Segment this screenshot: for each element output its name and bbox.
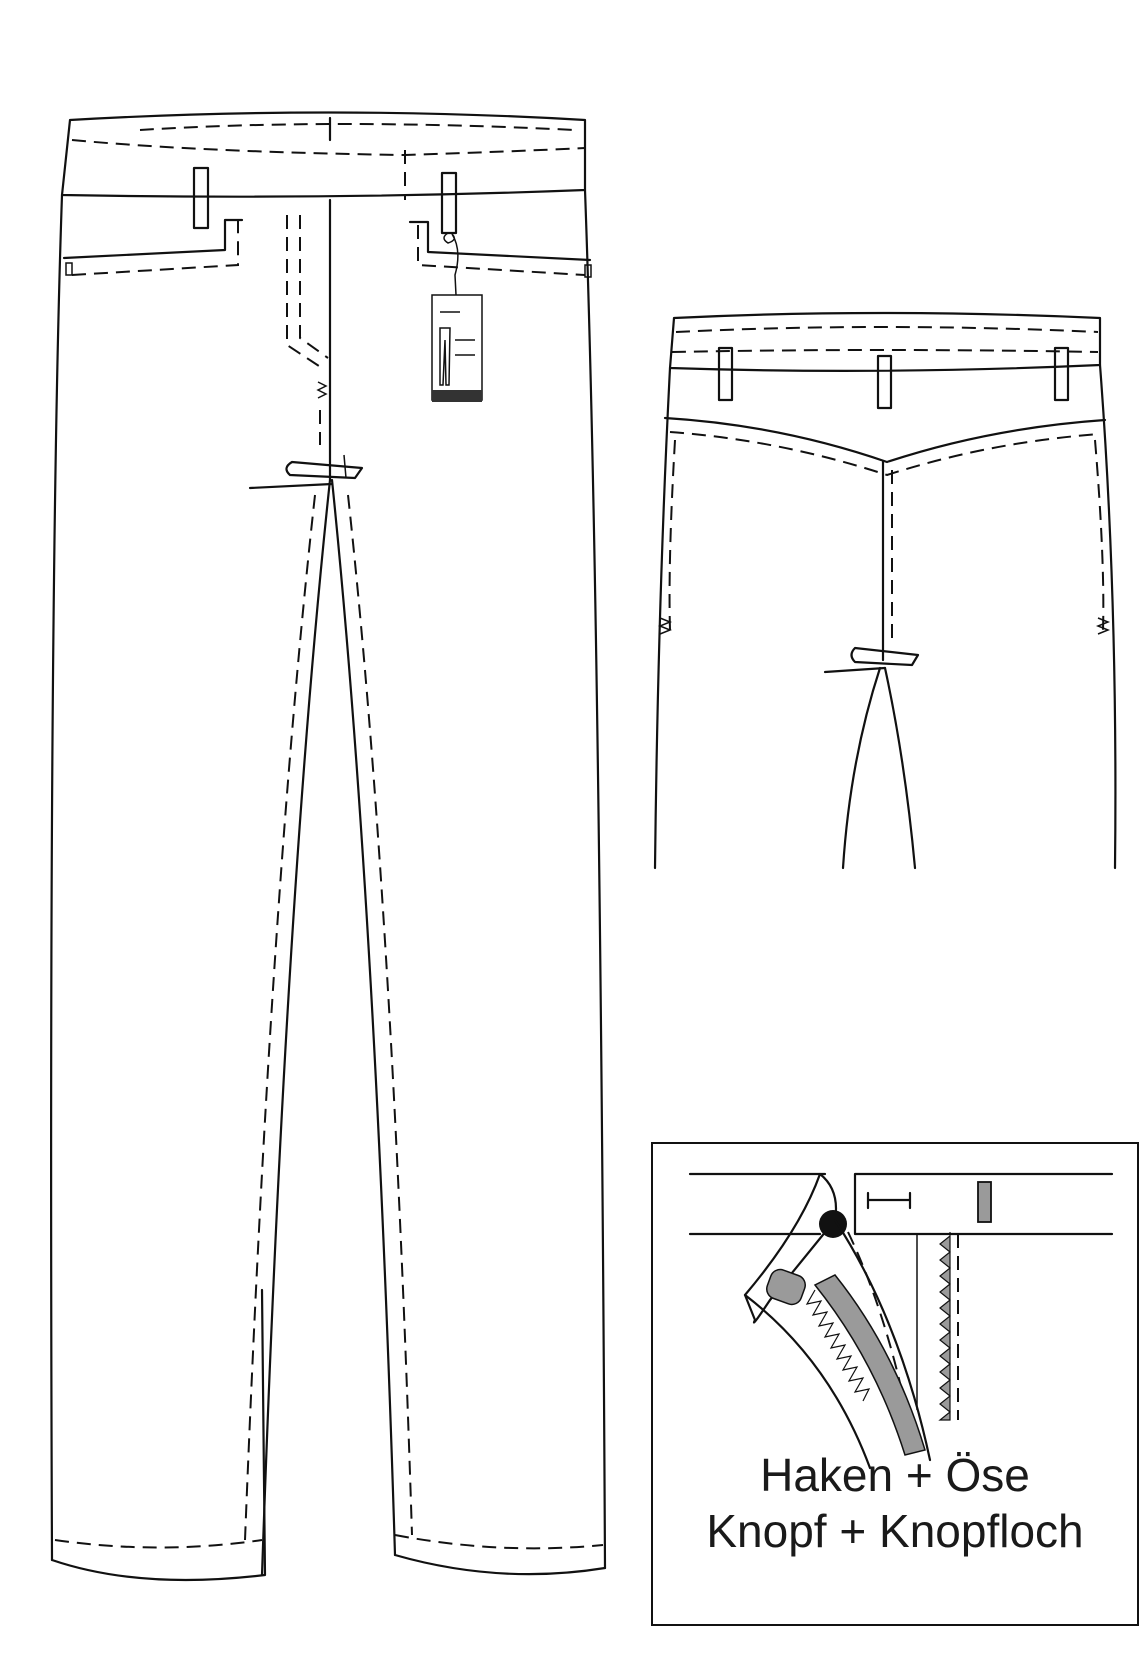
back-belt-loop-right [1053, 346, 1070, 402]
back-waistband-stitch-upper [675, 326, 1099, 333]
front-left-pocket [62, 218, 244, 260]
front-fly-stitch-inner [299, 215, 329, 359]
buttonhole-icon [766, 1268, 806, 1306]
hang-tag-footer [432, 390, 482, 402]
zipper-teeth-left [805, 1289, 871, 1402]
front-waistband-stitch [139, 123, 576, 131]
back-right-side [1098, 363, 1117, 870]
detail-frame [651, 1142, 1139, 1626]
front-left-inseam-stitch [244, 494, 316, 1541]
back-left-side [653, 366, 672, 870]
front-fly-stitch [286, 215, 326, 371]
back-view-trousers [653, 311, 1117, 870]
front-left-hem [50, 1288, 267, 1582]
front-left-pocket-stitch [71, 220, 239, 276]
front-right-inseam [330, 478, 397, 1557]
detail-right-waistband [853, 1172, 1114, 1236]
front-left-outseam [50, 193, 64, 1562]
front-waistband [60, 111, 587, 198]
back-left-side-stitch [668, 439, 676, 631]
front-right-outseam [583, 188, 607, 1570]
back-right-bartack [1095, 617, 1111, 635]
back-waistband-stitch-lower [671, 349, 1099, 353]
hang-tag [431, 232, 483, 402]
back-belt-loop-left [717, 346, 734, 402]
front-crotch-tab-edge [343, 454, 347, 479]
hang-tag-string [443, 232, 459, 296]
caption-button-buttonhole: Knopf + Knopfloch [706, 1505, 1084, 1557]
closure-detail-box [651, 1142, 1139, 1626]
front-fly-bartack [316, 381, 328, 399]
front-right-hem-stitch [394, 1534, 604, 1550]
button-icon [819, 1210, 847, 1238]
back-waistband [668, 311, 1102, 372]
front-waistband-stitch-lower [71, 139, 586, 157]
detail-fly-curve-inner [833, 1218, 932, 1462]
back-crotch-line [823, 666, 887, 674]
zipper-tape [813, 1274, 926, 1456]
front-right-pocket-stitch [417, 225, 586, 276]
front-belt-loop-right [440, 171, 458, 235]
front-left-pocket-rivet [65, 262, 73, 276]
back-right-side-stitch [1094, 439, 1105, 631]
back-yoke-stitch [669, 431, 1101, 477]
back-belt-loop-center [876, 354, 893, 410]
front-left-hem-stitch [54, 1539, 263, 1549]
back-right-leg-inseam [883, 666, 917, 870]
caption-hook-eye: Haken + Öse [760, 1449, 1030, 1501]
front-crotch-tab [285, 460, 364, 480]
detail-fly-flap [743, 1172, 838, 1324]
front-right-pocket [408, 220, 592, 262]
front-view-trousers [50, 111, 607, 1582]
zipper-teeth-right [938, 1232, 951, 1421]
back-left-leg-inseam [841, 666, 882, 870]
eye-icon [977, 1181, 992, 1223]
front-right-hem [393, 1553, 607, 1576]
front-right-inseam-stitch [347, 494, 413, 1536]
detail-fly-curve-outer [743, 1293, 872, 1470]
front-crotch-line [248, 482, 334, 490]
back-crotch-tab [850, 646, 920, 667]
back-left-bartack [657, 617, 673, 635]
front-belt-loop-left [192, 166, 210, 230]
front-right-pocket-rivet [584, 264, 592, 278]
back-yoke-seam [663, 416, 1107, 464]
hook-icon [866, 1191, 912, 1210]
front-left-inseam [260, 478, 332, 1577]
hang-tag-trouser-icon [439, 327, 451, 386]
